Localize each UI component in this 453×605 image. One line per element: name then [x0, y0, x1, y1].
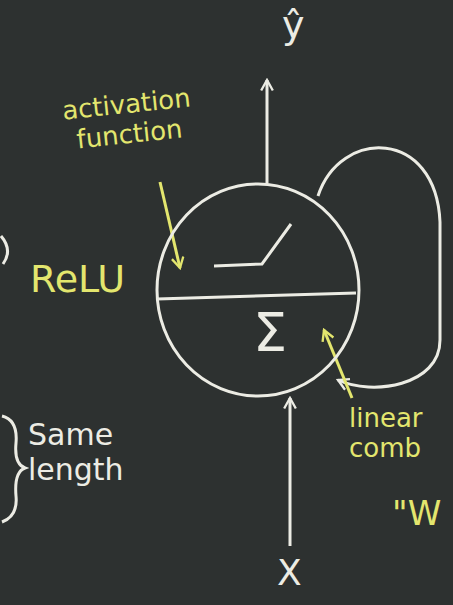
sum-symbol: Σ — [253, 306, 287, 360]
divider-line — [157, 293, 356, 299]
input-arrow — [289, 398, 292, 546]
callout-text: activation function — [35, 81, 220, 159]
callout-text: linear comb — [349, 404, 451, 464]
input-label: X — [277, 552, 302, 593]
relu-symbol — [214, 224, 291, 266]
neuron-outline — [155, 182, 361, 398]
output-arrow — [266, 80, 269, 183]
loop-arrow — [318, 148, 440, 387]
neuron-circle: Σ — [155, 182, 361, 398]
callout-text: ReLU — [30, 258, 125, 302]
output-label: ŷ — [282, 4, 305, 48]
brace — [2, 416, 25, 522]
brace — [1, 236, 8, 264]
callout-text: "W — [392, 494, 441, 533]
note-text: Same length — [28, 418, 150, 487]
